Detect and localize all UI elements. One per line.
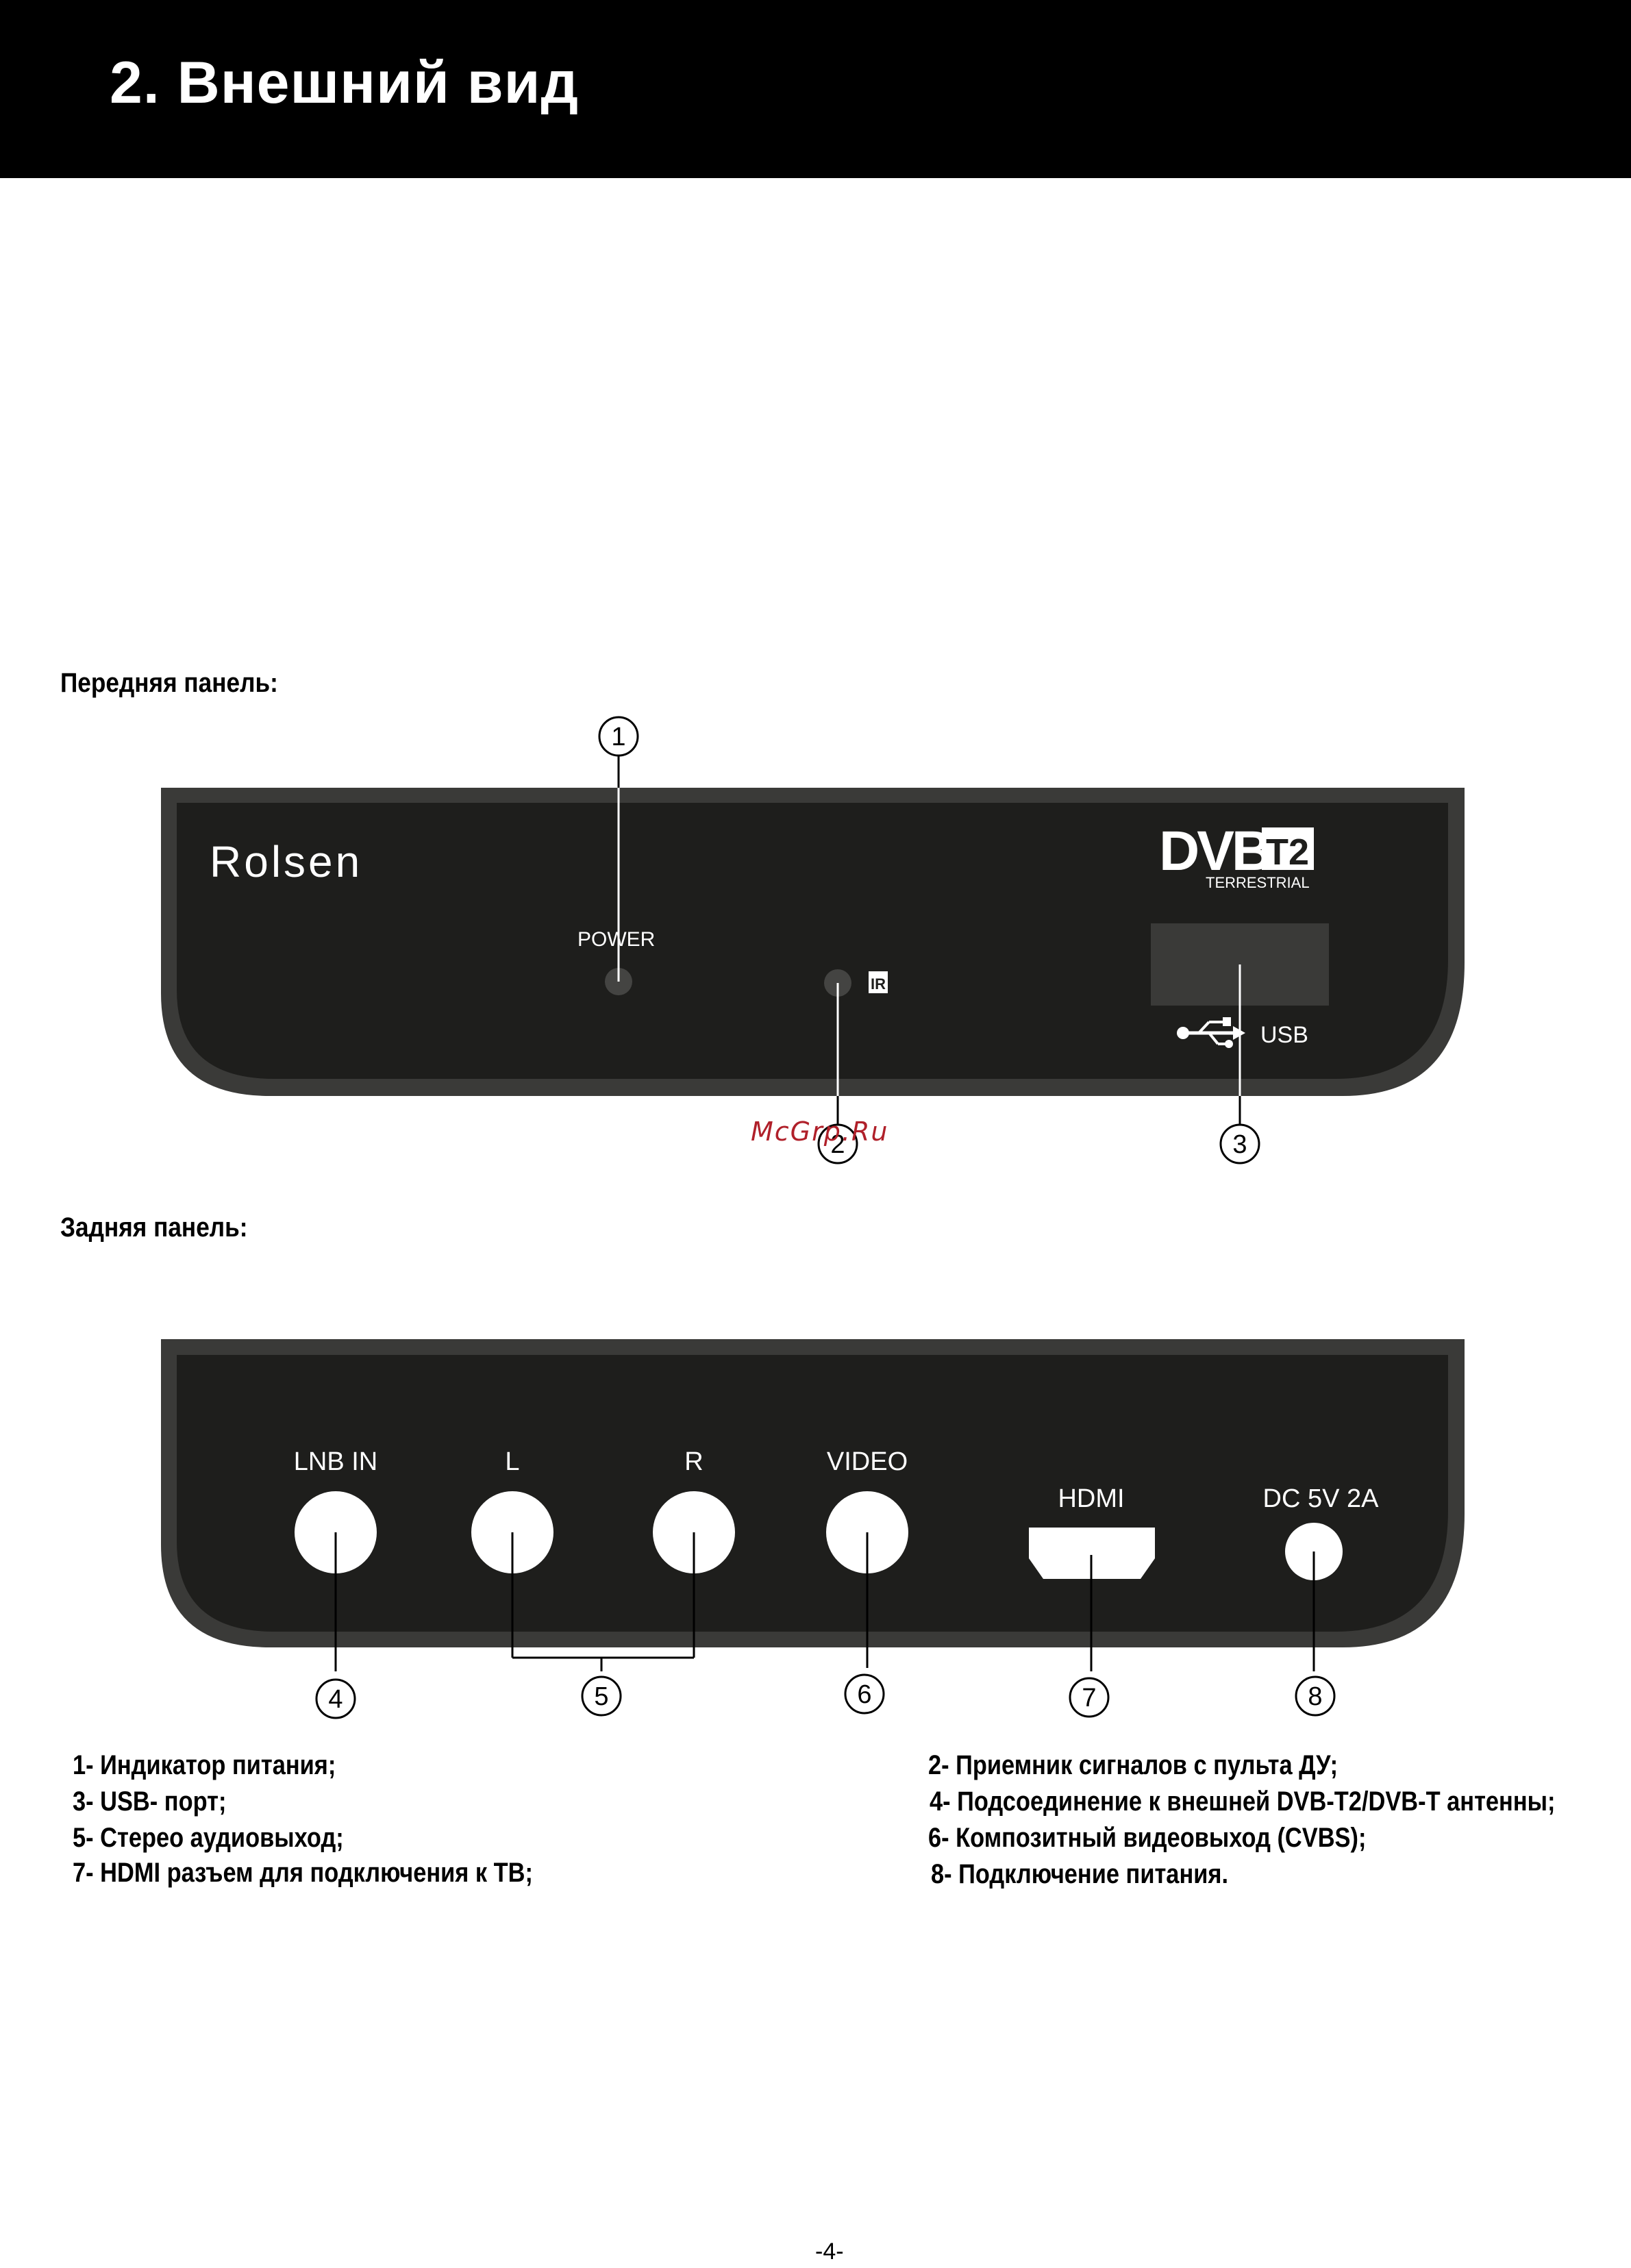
front-panel-diagram: Rolsen DVB T2 TERRESTRIAL POWER IR (0, 706, 1631, 1171)
svg-text:T2: T2 (1266, 832, 1309, 873)
legend-item-3: 3- USB- порт; (73, 1786, 227, 1817)
svg-text:5: 5 (594, 1682, 608, 1711)
svg-text:3: 3 (1232, 1130, 1247, 1159)
legend-item-4: 4- Подсоединение к внешней DVB-T2/DVB-T … (930, 1786, 1556, 1817)
callout-8 (1295, 1675, 1336, 1717)
dvb-t2-logo: DVB T2 TERRESTRIAL (1159, 820, 1314, 891)
svg-text:6: 6 (857, 1680, 871, 1709)
svg-text:DVB: DVB (1159, 820, 1270, 882)
callout-4 (315, 1678, 356, 1719)
legend-item-6: 6- Композитный видеовыход (CVBS); (928, 1823, 1367, 1853)
port-label-dc: DC 5V 2A (1263, 1484, 1380, 1513)
watermark: McGrp.Ru (751, 1117, 889, 1147)
port-label-lnb-in: LNB IN (294, 1447, 377, 1476)
port-label-hdmi: HDMI (1058, 1484, 1124, 1513)
legend-item-2: 2- Приемник сигналов с пульта ДУ; (928, 1750, 1339, 1780)
power-label: POWER (577, 928, 655, 951)
svg-text:2: 2 (830, 1130, 845, 1159)
page-title: 2. Внешний вид (110, 50, 580, 116)
svg-text:8: 8 (1308, 1682, 1322, 1711)
port-label-video: VIDEO (827, 1447, 908, 1476)
rear-panel-label: Задняя панель: (60, 1212, 248, 1243)
callout-1 (598, 716, 639, 757)
usb-icon (1177, 1017, 1245, 1048)
legend-item-8: 8- Подключение питания. (931, 1859, 1229, 1889)
legend-item-7: 7- HDMI разъем для подключения к ТВ; (73, 1858, 533, 1888)
port-label-r: R (684, 1447, 703, 1476)
hdmi-port (1029, 1528, 1155, 1579)
callout-2 (817, 1123, 858, 1164)
svg-text:7: 7 (1082, 1684, 1096, 1712)
port-label-l: L (505, 1447, 519, 1476)
legend-item-5: 5- Стерео аудиовыход; (73, 1823, 344, 1853)
callout-7 (1069, 1677, 1110, 1718)
page-number: -4- (815, 2239, 844, 2265)
rear-panel-diagram: LNB IN L R VIDEO HDMI DC 5V 2A 4 5 6 7 8 (0, 1329, 1631, 1726)
front-panel-label: Передняя панель: (60, 668, 278, 698)
usb-label: USB (1260, 1022, 1308, 1048)
svg-text:1: 1 (611, 723, 625, 751)
callout-5 (581, 1675, 622, 1717)
rolsen-logo: Rolsen (210, 837, 362, 886)
callout-3 (1219, 1123, 1260, 1164)
callout-6 (844, 1673, 885, 1715)
legend-item-1: 1- Индикатор питания; (73, 1750, 336, 1780)
header-bar: 2. Внешний вид (0, 0, 1631, 178)
svg-text:TERRESTRIAL: TERRESTRIAL (1206, 874, 1310, 891)
ir-icon: IR (871, 975, 886, 993)
svg-text:4: 4 (328, 1685, 343, 1714)
